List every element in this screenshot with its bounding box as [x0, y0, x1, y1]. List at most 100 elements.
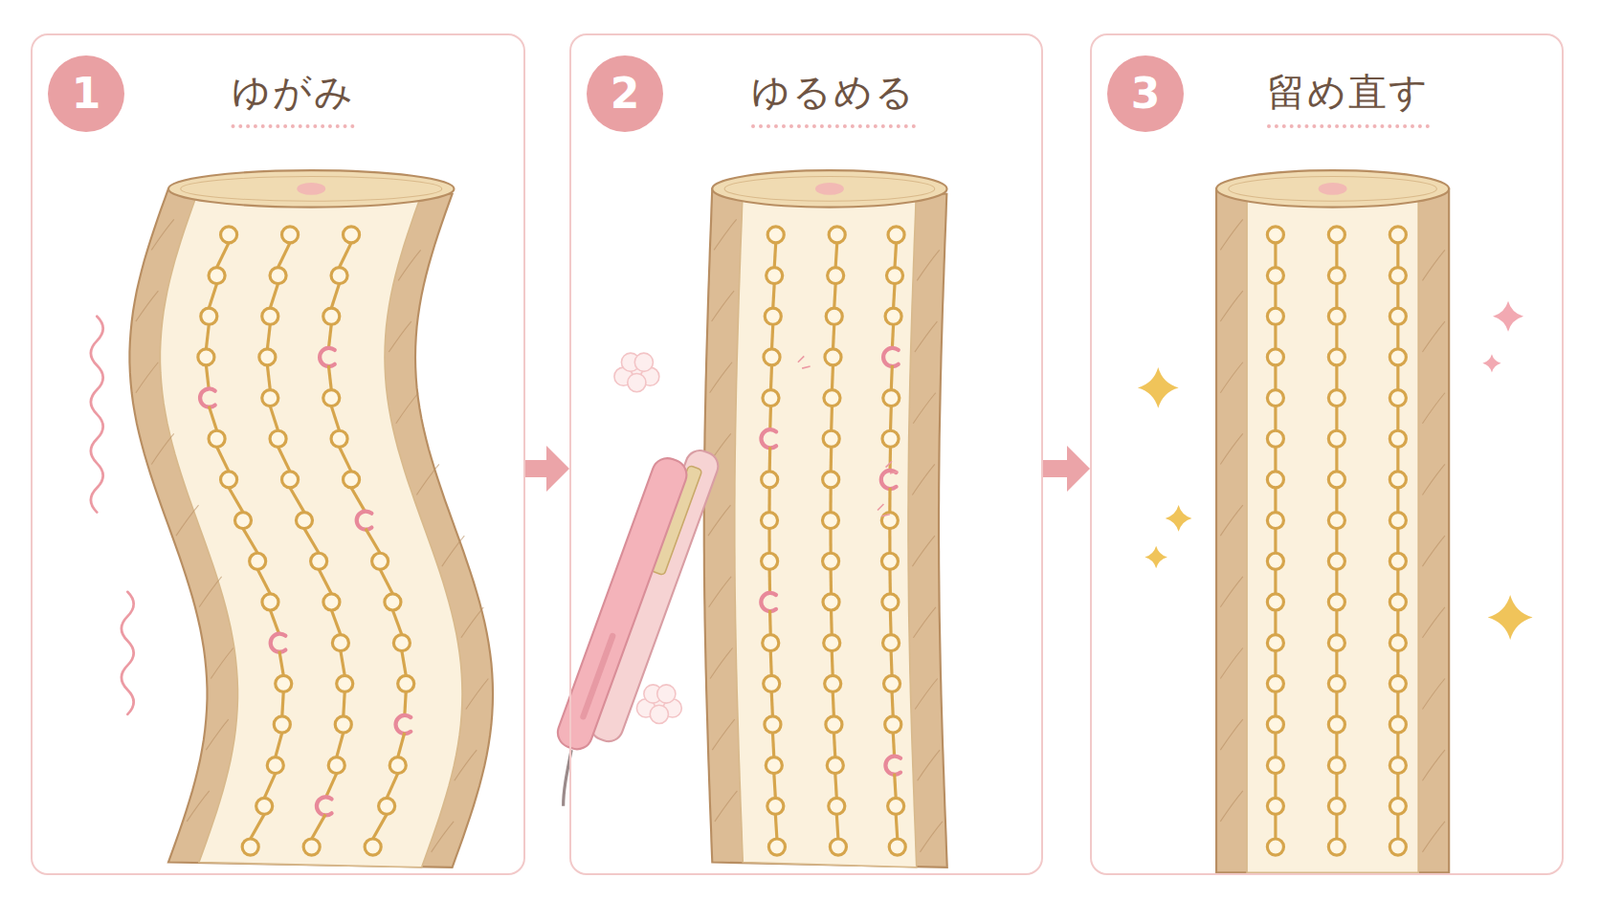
bond-ring — [303, 839, 320, 856]
cuticle-scale — [398, 249, 421, 281]
bond-link — [328, 365, 332, 391]
bond-link — [1334, 446, 1338, 472]
hair-cuticle — [704, 188, 948, 867]
bond-link — [269, 284, 278, 310]
bond-link — [1396, 446, 1400, 472]
bond-link — [351, 488, 366, 513]
bond-ring — [885, 716, 902, 734]
bond-link — [828, 529, 832, 555]
sparkle — [1492, 301, 1524, 333]
cuticle-scale — [186, 791, 209, 823]
bond-link — [888, 651, 893, 677]
bond-ring — [882, 594, 899, 611]
cuticle-scale — [461, 607, 484, 639]
bond-link — [269, 610, 279, 636]
bond-ring — [1389, 390, 1406, 407]
cuticle-scale — [442, 535, 465, 567]
cuticle-scale — [911, 464, 934, 495]
bond-ring — [1328, 349, 1345, 366]
sparkle — [1137, 367, 1179, 409]
bond-ring — [1328, 798, 1345, 815]
bond-link — [1396, 365, 1400, 391]
bond-link — [1334, 529, 1338, 555]
cuticle-scale — [711, 719, 734, 751]
bond-ring — [885, 308, 902, 325]
cuticle-scale — [1422, 321, 1445, 353]
bond-link — [894, 243, 897, 268]
bond-link — [282, 691, 284, 717]
bond-link — [373, 814, 387, 840]
bond-link — [392, 610, 401, 636]
bond-link — [1334, 774, 1338, 800]
cuticle-scale — [205, 719, 228, 751]
step-title: ゆがみ — [231, 68, 356, 129]
bond-ring — [221, 226, 238, 244]
bond-link — [217, 446, 229, 472]
broken-bond — [760, 429, 777, 448]
bond-link — [1396, 406, 1400, 432]
bond-ring — [198, 349, 215, 366]
cuticle-scale — [135, 290, 158, 322]
bond-ring — [763, 349, 780, 366]
cuticle-scale — [713, 219, 736, 250]
bond-link — [1334, 733, 1338, 758]
cuticle-scale — [708, 505, 731, 536]
bond-link — [339, 243, 352, 268]
bond-ring — [1266, 430, 1284, 447]
bond-ring — [822, 512, 839, 530]
bond-ring — [1266, 594, 1284, 611]
bond-ring — [767, 798, 784, 815]
bond-link — [834, 284, 836, 310]
hair-medulla — [296, 182, 326, 196]
cuticle-scale — [466, 678, 489, 710]
bond-ring — [1328, 716, 1345, 734]
bond-ring — [1389, 839, 1406, 856]
bond-ring — [765, 757, 782, 775]
bond-link — [1273, 324, 1277, 350]
bond-ring — [311, 553, 328, 570]
bond-ring — [823, 635, 841, 652]
hair-cuticle — [129, 188, 493, 867]
bond-link — [1273, 569, 1277, 595]
bond-ring — [760, 512, 778, 530]
bond-link — [331, 610, 340, 636]
bond-link — [328, 324, 332, 350]
bond-ring — [828, 798, 845, 815]
sparkle — [1482, 354, 1501, 373]
broken-bond — [883, 348, 899, 367]
bond-link — [1396, 651, 1400, 677]
bond-link — [1273, 488, 1277, 513]
bond-ring — [881, 553, 898, 570]
bond-ring — [762, 635, 779, 652]
bond-link — [772, 733, 774, 758]
bond-ring — [384, 594, 401, 611]
bond-link — [1334, 365, 1338, 391]
bond-ring — [1328, 512, 1345, 530]
bond-ring — [883, 390, 900, 407]
bond-link — [331, 284, 339, 310]
bond-link — [266, 324, 270, 350]
bond-ring — [1266, 757, 1284, 775]
stress-tick — [798, 355, 811, 369]
bond-link — [888, 406, 893, 432]
bond-link — [1273, 406, 1277, 432]
bond-link — [379, 569, 393, 595]
bond-link — [768, 406, 773, 432]
bond-ring — [884, 675, 901, 692]
bond-link — [1396, 774, 1400, 800]
bond-link — [1273, 814, 1277, 840]
bond-link — [829, 610, 834, 636]
bond-link — [318, 569, 332, 595]
bond-ring — [829, 839, 846, 856]
bond-link — [888, 529, 891, 555]
cuticle-scale — [1220, 433, 1243, 465]
bond-ring — [822, 471, 840, 489]
bond-link — [1396, 284, 1400, 310]
cuticle-scale — [1220, 219, 1243, 250]
bond-link — [768, 446, 773, 472]
bond-link — [774, 243, 777, 268]
bond-ring — [1328, 390, 1345, 407]
broken-bond — [200, 388, 216, 407]
bond-link — [1273, 733, 1277, 758]
bond-ring — [343, 471, 360, 489]
